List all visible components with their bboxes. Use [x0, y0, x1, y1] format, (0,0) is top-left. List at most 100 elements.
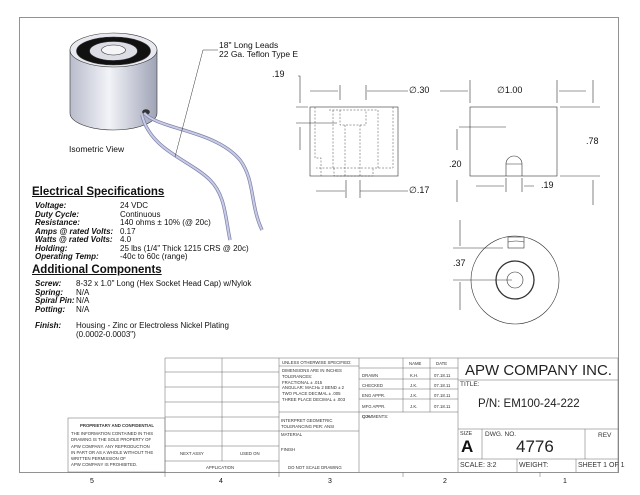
tolerance-line: THREE PLACE DECIMAL ± .003 — [282, 396, 346, 402]
finish-line: (0.0002-0.0003") — [76, 329, 136, 339]
component-label: Potting: — [35, 304, 66, 314]
spec-label: Amps @ rated Volts: — [35, 226, 114, 236]
electrical-specs-heading: Electrical Specifications — [32, 186, 165, 198]
components-table: Screw: 8-32 x 1.0" Long (Hex Socket Head … — [35, 279, 252, 339]
dim-slot-height: .20 — [449, 159, 462, 169]
electrical-specs-table: Voltage: 24 VDC Duty Cycle: Continuous Res… — [35, 201, 249, 262]
do-not-scale-label: DO NOT SCALE DRAWING — [288, 465, 342, 470]
isometric-view — [69, 32, 264, 241]
zone-label: 3 — [328, 478, 332, 485]
zone-label: 5 — [90, 478, 94, 485]
leads-note: 18" Long Leads 22 Ga. Teflon Type E — [219, 41, 298, 58]
title-block-grid — [67, 357, 619, 477]
weight-label: WEIGHT: — [519, 462, 549, 469]
proprietary-line: THE INFORMATION CONTAINED IN THIS — [71, 431, 154, 436]
leads-note-line: 18" Long Leads — [219, 40, 279, 50]
spec-value: 25 lbs (1/4" Thick 1215 CRS @ 20c) — [120, 243, 249, 253]
part-number: P/N: EM100-24-222 — [478, 398, 580, 410]
interpret-block: INTERPRET GEOMETRIC TOLERANCING PER: ANS… — [281, 418, 334, 430]
spec-value: Continuous — [120, 209, 161, 219]
approval-role: CHECKED — [362, 383, 384, 389]
component-label: Spiral Pin: — [35, 296, 75, 305]
approval-name: K.H. — [410, 373, 419, 378]
isometric-view-label: Isometric View — [69, 144, 125, 154]
component-value: N/A — [76, 287, 90, 297]
tolerance-line: ANGULAR: MACH± 2 BEND ± 2 — [282, 385, 345, 391]
proprietary-line: IN PART OR AS A WHOLE WITHOUT THE — [71, 449, 154, 455]
tolerances-block: DIMENSIONS ARE IN INCHES TOLERANCES: FRA… — [282, 368, 345, 403]
date-header: DATE — [436, 361, 448, 366]
spec-label: Operating Temp: — [35, 252, 99, 261]
zone-label: 2 — [443, 478, 447, 485]
sheet-border — [19, 17, 619, 473]
dim-hole: ∅.17 — [409, 185, 430, 195]
approval-role: DRAWN — [362, 373, 379, 378]
title-label: TITLE: — [460, 381, 480, 388]
approval-date: 07.18.11 — [434, 403, 451, 409]
proprietary-line: WRITTEN PERMISSION OF — [71, 456, 126, 462]
rev-label: REV — [598, 432, 612, 439]
comments-label: COMMENTS: — [362, 414, 389, 419]
interpret-line: INTERPRET GEOMETRIC — [281, 418, 333, 423]
company-name: APW COMPANY INC. — [465, 362, 612, 379]
side-view — [296, 75, 600, 205]
drawing-number: 4776 — [516, 437, 554, 456]
spec-value: 140 ohms ± 10% (@ 20c) — [120, 218, 211, 227]
dwg-no-label: DWG. NO. — [485, 431, 517, 438]
sheet-label: SHEET 1 OF 1 — [578, 462, 625, 469]
component-label: Screw: — [35, 279, 62, 288]
components-heading: Additional Components — [32, 264, 162, 276]
proprietary-title: PROPRIETARY AND CONFIDENTIAL — [80, 423, 155, 428]
proprietary-line: APW COMPANY IS PROHIBITED. — [71, 462, 138, 468]
zone-label: 1 — [563, 478, 567, 485]
spec-label: Voltage: — [35, 201, 67, 210]
spec-value: 24 VDC — [120, 201, 149, 210]
dim-counterbore: ∅.30 — [409, 85, 430, 95]
approval-date: 07.18.11 — [434, 373, 451, 378]
tolerance-line: TWO PLACE DECIMAL ± .005 — [282, 391, 341, 397]
leads-note-line: 22 Ga. Teflon Type E — [219, 48, 299, 59]
finish-line: Housing - Zinc or Electroless Nickel Pla… — [76, 321, 229, 330]
finish-label: Finish: — [35, 321, 62, 330]
application-label: APPLICATION — [206, 465, 235, 470]
spec-label: Duty Cycle: — [35, 209, 80, 219]
size-value: A — [461, 437, 474, 456]
dim-top: .19 — [272, 69, 285, 79]
next-assy-label: NEXT ASSY — [180, 451, 204, 456]
finish-value: Housing - Zinc or Electroless Nickel Pla… — [76, 321, 251, 339]
proprietary-line: DRAWING IS THE SOLE PROPERTY OF — [71, 437, 152, 443]
approval-role: ENG APPR. — [362, 393, 386, 399]
approval-roles: DRAWN CHECKED ENG APPR. MFG APPR. Q.A. — [362, 371, 385, 422]
approval-name: J.K. — [410, 403, 418, 409]
dim-slot-width: .19 — [541, 180, 554, 190]
dim-slot-position: .37 — [453, 258, 466, 268]
spec-value: -40c to 60c (range) — [120, 252, 188, 261]
component-value: 8-32 x 1.0" Long (Hex Socket Head Cap) w… — [76, 279, 252, 288]
dim-height: .78 — [586, 136, 599, 146]
component-value: N/A — [76, 304, 90, 314]
spec-value: 0.17 — [120, 226, 136, 236]
approval-date: 07.18.11 — [434, 383, 451, 389]
spec-value: 4.0 — [120, 235, 132, 244]
spec-label: Resistance: — [35, 218, 80, 227]
tolerance-line: DIMENSIONS ARE IN INCHES — [282, 368, 342, 373]
approval-name: J.K. — [410, 393, 418, 399]
approval-names: K.H. J.K. J.K. J.K. — [410, 371, 418, 412]
tolerance-line: TOLERANCES: — [282, 373, 313, 379]
interpret-line: TOLERANCING PER: ANSI — [281, 423, 335, 429]
used-on-label: USED ON — [240, 451, 260, 456]
approval-dates: 07.18.11 07.18.11 07.18.11 07.18.11 — [434, 371, 450, 412]
zone-label: 4 — [219, 478, 223, 485]
approval-role: Q.A. — [362, 413, 371, 419]
component-value: N/A — [76, 296, 90, 305]
scale-label: SCALE: 3:2 — [460, 462, 497, 469]
name-header: NAME — [409, 361, 422, 366]
component-label: Spring: — [35, 287, 63, 297]
size-label: SIZE — [460, 431, 473, 437]
material-label: MATERIAL — [281, 432, 303, 437]
end-view — [453, 220, 560, 325]
approval-role: MFG APPR. — [362, 403, 386, 409]
spec-label: Watts @ rated Volts: — [35, 235, 113, 244]
